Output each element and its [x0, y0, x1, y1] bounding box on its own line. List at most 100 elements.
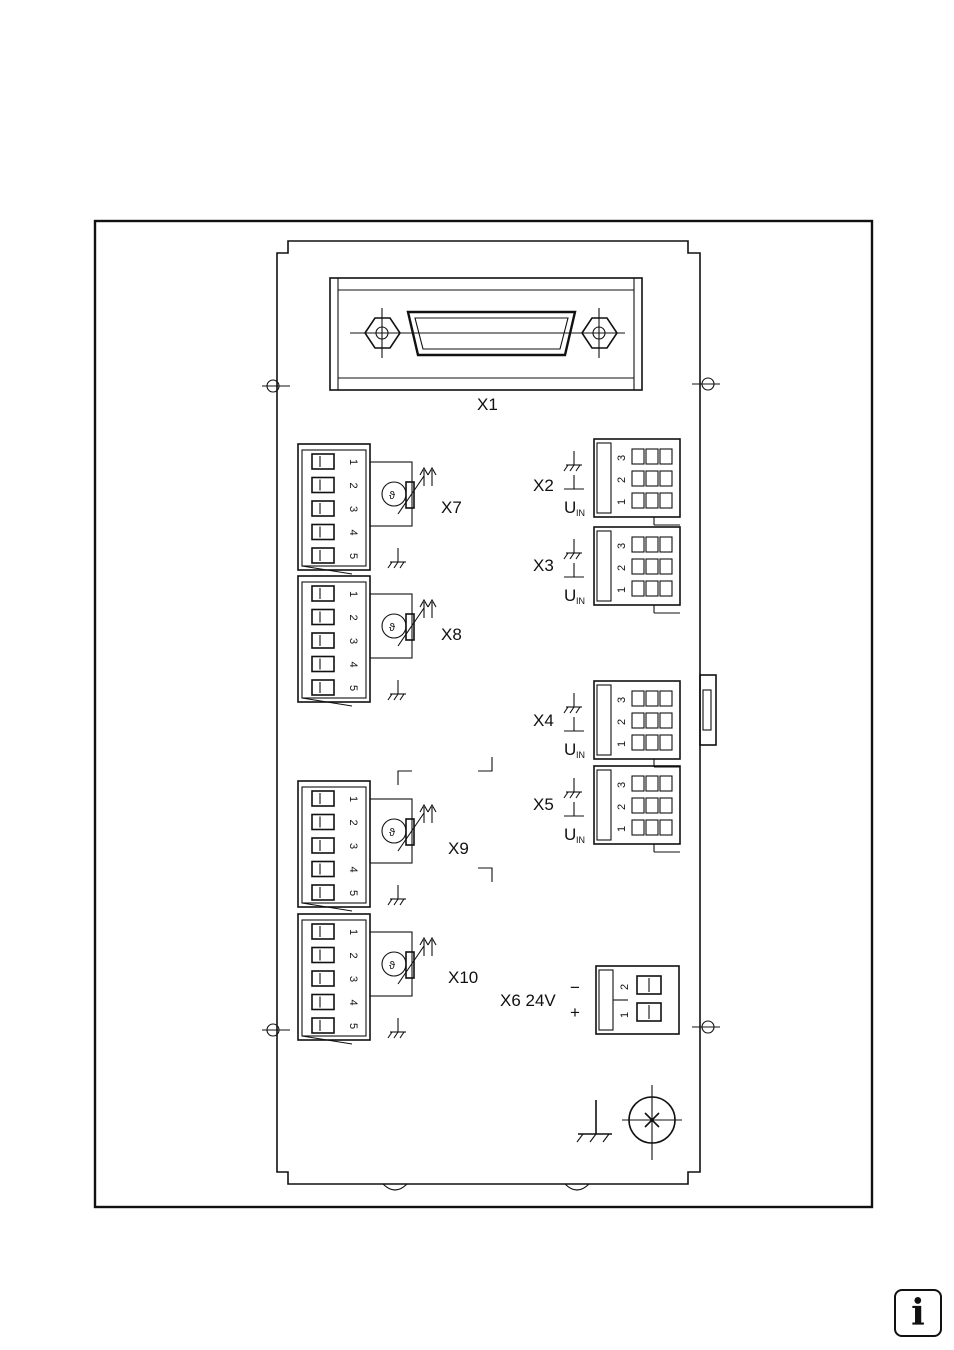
terminal-slot: [645, 797, 659, 814]
x6-connector: 2 1: [595, 965, 680, 1035]
x6-minus: −: [570, 978, 580, 997]
terminal-slot: [659, 492, 673, 509]
pin-label: 3: [616, 782, 628, 788]
pin-label: 2: [616, 565, 628, 571]
pin-label: 4: [347, 867, 359, 873]
terminal-slot: [631, 536, 645, 553]
mount-notch: [564, 1183, 590, 1191]
u-in-subscript: IN: [576, 596, 585, 606]
corner-mark: [397, 757, 493, 882]
pin-label: 4: [347, 1000, 359, 1006]
terminal-slot: [311, 585, 335, 602]
u-in-label: U: [564, 825, 576, 844]
terminal-slot: [311, 1017, 335, 1034]
terminal-slot: [645, 558, 659, 575]
terminal-slot: [631, 448, 645, 465]
terminal-slot: [311, 813, 335, 831]
double-arrow-up-icon: [419, 936, 437, 956]
resistor-icon: [405, 951, 415, 979]
terminal-slot: [631, 470, 645, 487]
pin-label: 3: [347, 976, 359, 982]
ground-icon: [563, 451, 582, 472]
ground-icon: [563, 693, 582, 714]
terminal-slot: [645, 580, 659, 597]
terminal-slot: [631, 492, 645, 509]
pin-label: 1: [347, 459, 359, 465]
terminal-slot: [311, 970, 335, 987]
terminal-slot: [659, 775, 673, 792]
terminal-slot: [645, 470, 659, 487]
pin-label: 2: [616, 719, 628, 725]
diagram-frame: [93, 219, 874, 1209]
pin-label: 2: [616, 804, 628, 810]
pin-label: 3: [616, 697, 628, 703]
resistor-icon: [405, 818, 415, 846]
mount-notch: [382, 1183, 408, 1191]
pin-label: 1: [616, 741, 628, 747]
terminal-slot: [311, 608, 335, 626]
pin-label: 5: [347, 1023, 359, 1029]
connector-label: X5: [533, 795, 554, 814]
terminal-slot: [311, 884, 335, 901]
info-icon[interactable]: i: [894, 1289, 942, 1337]
pin-label: 3: [616, 543, 628, 549]
terminal-slot: [645, 448, 659, 465]
pin-label: 5: [347, 553, 359, 559]
terminal-slot: [659, 797, 673, 814]
pin-label: 2: [347, 820, 359, 826]
connector-label: X3: [533, 556, 554, 575]
terminal-slot: [311, 453, 335, 470]
u-in-label: U: [564, 740, 576, 759]
x6-label: X6 24V: [500, 991, 556, 1010]
pin-label: 1: [347, 929, 359, 935]
double-arrow-up-icon: [419, 803, 437, 823]
theta-label: ϑ: [389, 622, 395, 634]
terminal-slot: [311, 476, 335, 494]
ground-icon: [387, 885, 406, 906]
terminal-slot: [311, 500, 335, 517]
terminal-slot: [311, 923, 335, 940]
connector-label: X2: [533, 476, 554, 495]
device-outline: [276, 240, 701, 1185]
side-screw-right-top: [692, 377, 720, 391]
terminal-slot: [659, 558, 673, 575]
terminal-slot: [311, 993, 335, 1011]
pin-label: 2: [347, 953, 359, 959]
theta-label: ϑ: [389, 960, 395, 972]
terminal-slot: [311, 790, 335, 807]
x6-pin-label: 1: [619, 1012, 631, 1018]
double-arrow-up-icon: [419, 598, 437, 618]
terminal-slot: [659, 819, 673, 836]
ground-icon: [563, 778, 582, 799]
terminal-slot: [631, 797, 645, 814]
u-in-subscript: IN: [576, 750, 585, 760]
terminal-slot: [311, 946, 335, 964]
ground-icon: [563, 539, 582, 560]
terminal-slot: [311, 655, 335, 673]
theta-label: ϑ: [389, 490, 395, 502]
screw-cross-icon: [622, 1085, 682, 1160]
u-in-subscript: IN: [576, 508, 585, 518]
terminal-slot: [631, 819, 645, 836]
u-in-label: U: [564, 498, 576, 517]
pin-label: 1: [616, 587, 628, 593]
pin-label: 2: [347, 615, 359, 621]
terminal-slot: [645, 819, 659, 836]
resistor-icon: [405, 613, 415, 641]
terminal-slot: [311, 860, 335, 878]
connector-label: X7: [441, 498, 462, 517]
pin-label: 1: [347, 796, 359, 802]
side-screw-left-top: [262, 379, 290, 393]
x1-connector: [329, 277, 643, 391]
ground-icon: [387, 1018, 406, 1039]
u-in-subscript: IN: [576, 835, 585, 845]
double-arrow-up-icon: [419, 466, 437, 486]
